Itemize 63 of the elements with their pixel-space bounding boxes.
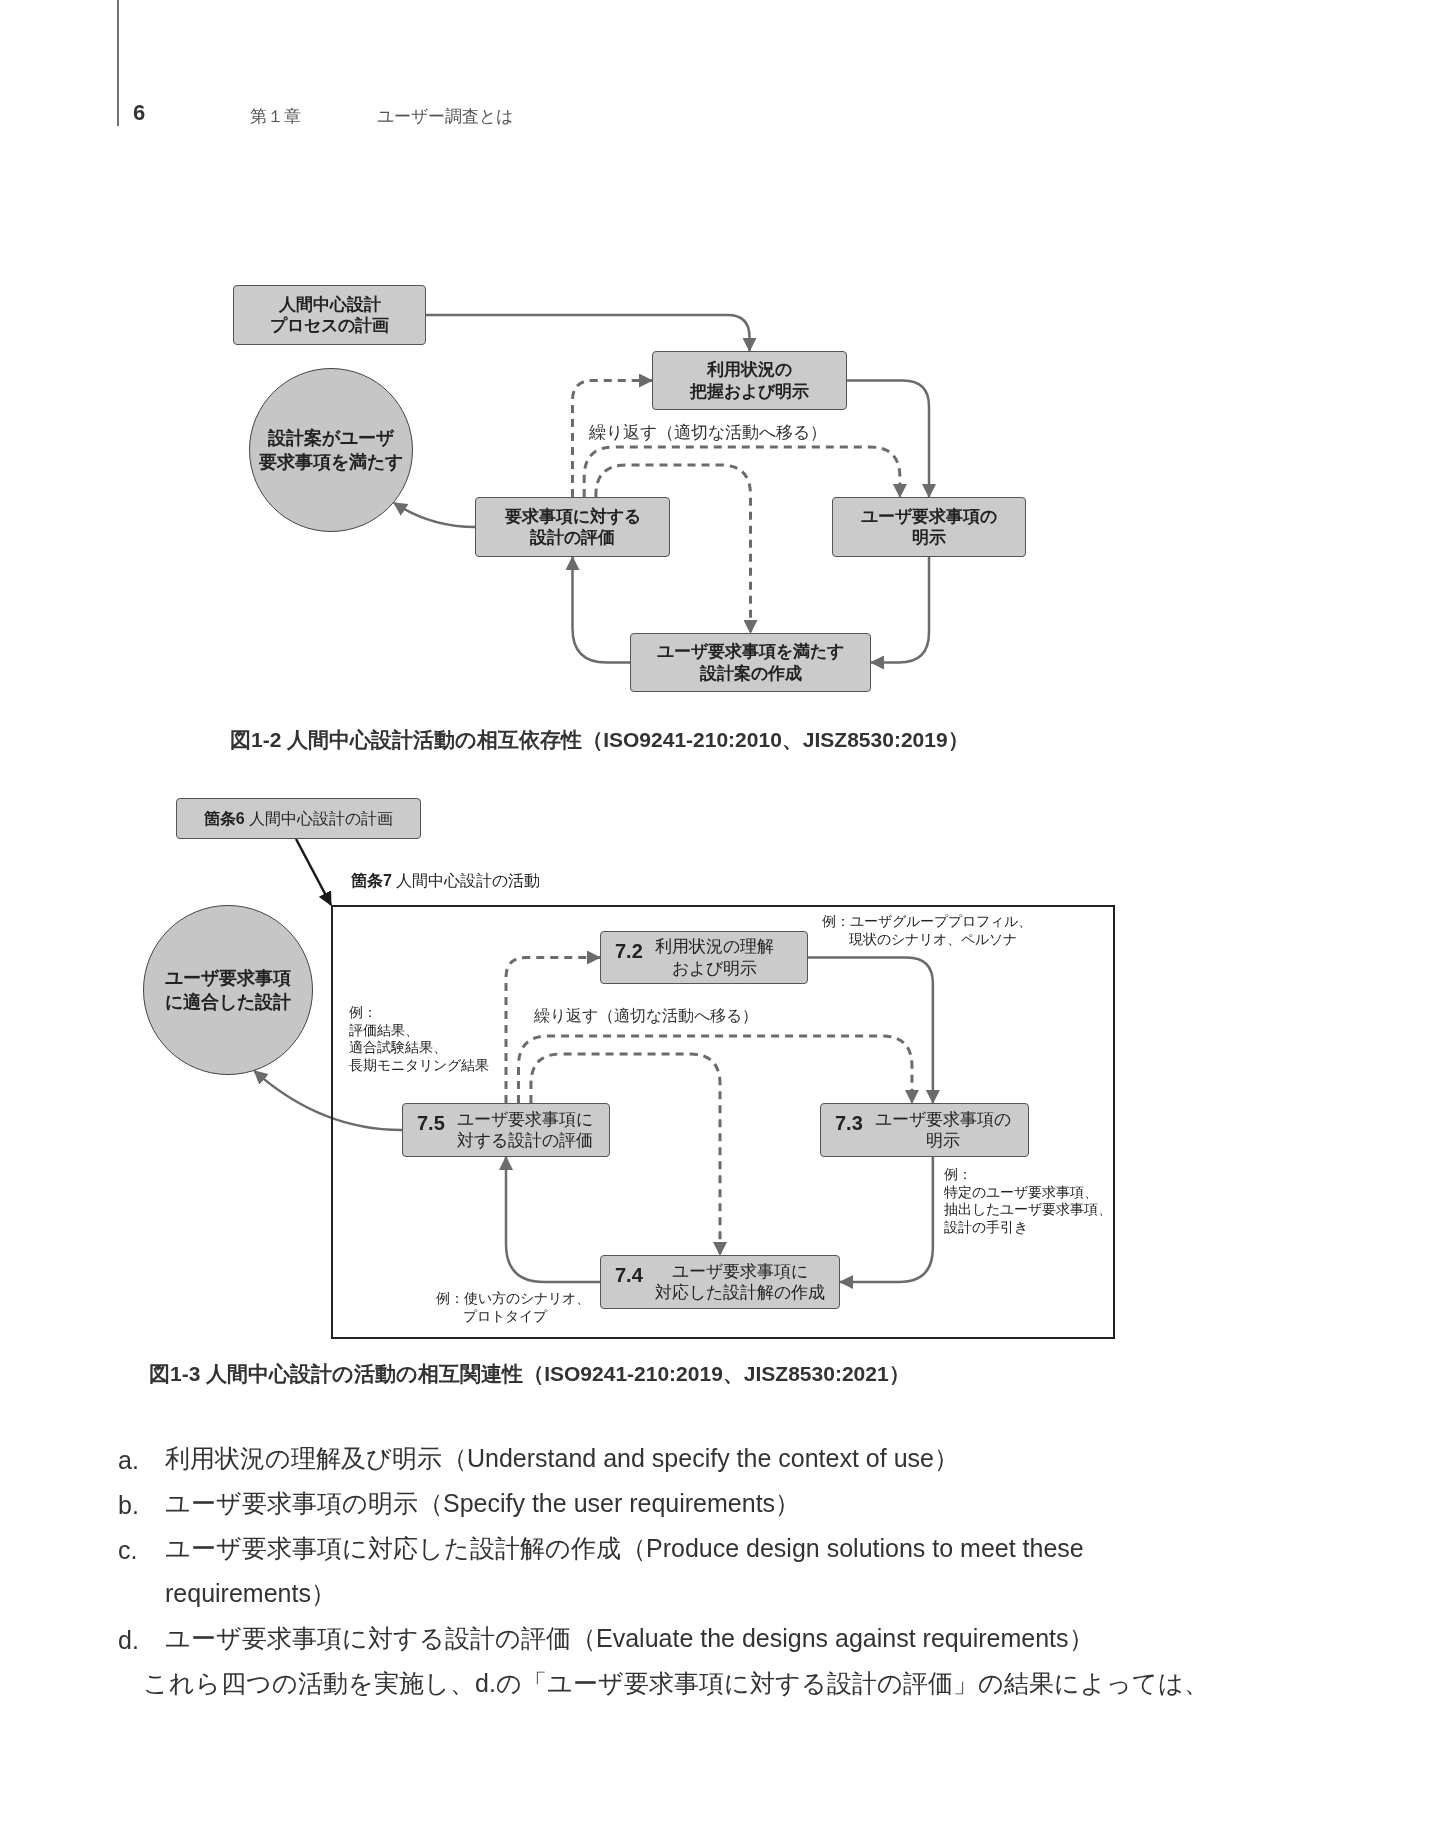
box-text: ユーザ要求事項の明示 <box>874 1108 1011 1152</box>
dashed-arrow <box>517 1034 919 1104</box>
process-box <box>600 931 808 984</box>
list-item-text: ユーザ要求事項に対応した設計解の作成（Produce design solutions to meet these requirements） <box>165 1533 1085 1609</box>
process-box <box>176 798 421 839</box>
list-item-text: ユーザ要求事項の明示（Specify the user requirements） <box>165 1488 802 1519</box>
arrow <box>847 379 936 498</box>
arrow <box>499 1156 600 1284</box>
box-text: 要求事項に対する設計の評価 <box>504 505 641 549</box>
section-number: 7.5 <box>417 1111 445 1136</box>
arrow <box>392 501 476 529</box>
section-number: 7.2 <box>615 939 643 964</box>
body-paragraph: これら四つの活動を実施し、d.の「ユーザ要求事項に対する設計の評価」の結果によっては、 <box>143 1668 1210 1699</box>
figure-caption: 図1-2 人間中心設計活動の相互依存性（ISO9241-210:2010、JISZ8530:2019） <box>230 727 969 753</box>
loop-label: 繰り返す（適切な活動へ移る） <box>589 422 827 444</box>
box-text: ユーザ要求事項を満たす設計案の作成 <box>657 641 844 684</box>
process-box <box>630 633 871 692</box>
box-text: ユーザ要求事項に対応した設計解の作成 <box>654 1260 825 1304</box>
box-text: 利用状況の把握および明示 <box>690 359 809 402</box>
process-box <box>832 497 1026 557</box>
example-note: 例：ユーザグループプロフィル、現状のシナリオ、ペルソナ <box>822 913 1032 949</box>
loop-label: 繰り返す（適切な活動へ移る） <box>534 1006 758 1026</box>
box-text: 利用状況の理解および明示 <box>654 936 774 979</box>
example-note: 例：使い方のシナリオ、プロトタイプ <box>436 1290 590 1326</box>
process-box <box>652 351 847 410</box>
process-box <box>600 1255 840 1309</box>
process-box <box>233 285 426 345</box>
circle-text: 設計案がユーザ要求事項を満たす <box>259 426 403 474</box>
list-item-text: ユーザ要求事項に対する設計の評価（Evaluate the designs against requirements） <box>165 1623 1095 1654</box>
page-number: 6 <box>133 100 146 126</box>
dashed-arrow <box>504 950 601 1103</box>
circle-text: ユーザ要求事項に適合した設計 <box>165 966 291 1014</box>
arrow <box>808 956 940 1104</box>
group-heading: 箇条7 人間中心設計の活動 <box>351 871 541 891</box>
box-text: ユーザ要求事項に対する設計の評価 <box>456 1108 593 1152</box>
arrow <box>294 838 333 906</box>
arrow <box>839 1157 935 1289</box>
process-box <box>402 1103 610 1157</box>
box-text: 人間中心設計プロセスの計画 <box>270 293 389 337</box>
chapter-title: ユーザー調査とは <box>377 106 513 128</box>
list-marker: d. <box>118 1626 139 1655</box>
example-note: 例：評価結果、適合試験結果、長期モニタリング結果 <box>349 1004 489 1075</box>
section-number: 7.3 <box>835 1111 863 1136</box>
list-marker: b. <box>118 1491 139 1520</box>
chapter-label: 第１章 <box>250 106 301 128</box>
dashed-arrow <box>571 373 653 497</box>
list-marker: c. <box>118 1536 138 1565</box>
figure-caption: 図1-3 人間中心設計の活動の相互関連性（ISO9241-210:2019、JISZ8530:2021） <box>149 1361 910 1387</box>
arrow <box>565 556 630 664</box>
box-text: 箇条6 人間中心設計の計画 <box>203 808 394 829</box>
section-number: 7.4 <box>615 1263 643 1288</box>
arrow <box>253 1069 403 1132</box>
list-item-text: 利用状況の理解及び明示（Understand and specify the context of use） <box>165 1443 960 1474</box>
box-text: ユーザ要求事項の明示 <box>861 505 997 549</box>
arrow <box>870 557 931 670</box>
arrow <box>426 313 757 352</box>
process-box <box>475 497 670 557</box>
list-marker: a. <box>118 1446 139 1475</box>
dashed-arrow <box>582 445 907 498</box>
dashed-arrow <box>529 1052 727 1256</box>
example-note: 例：特定のユーザ要求事項、抽出したユーザ要求事項、設計の手引き <box>944 1166 1112 1237</box>
process-box <box>820 1103 1029 1157</box>
dashed-arrow <box>594 463 758 634</box>
